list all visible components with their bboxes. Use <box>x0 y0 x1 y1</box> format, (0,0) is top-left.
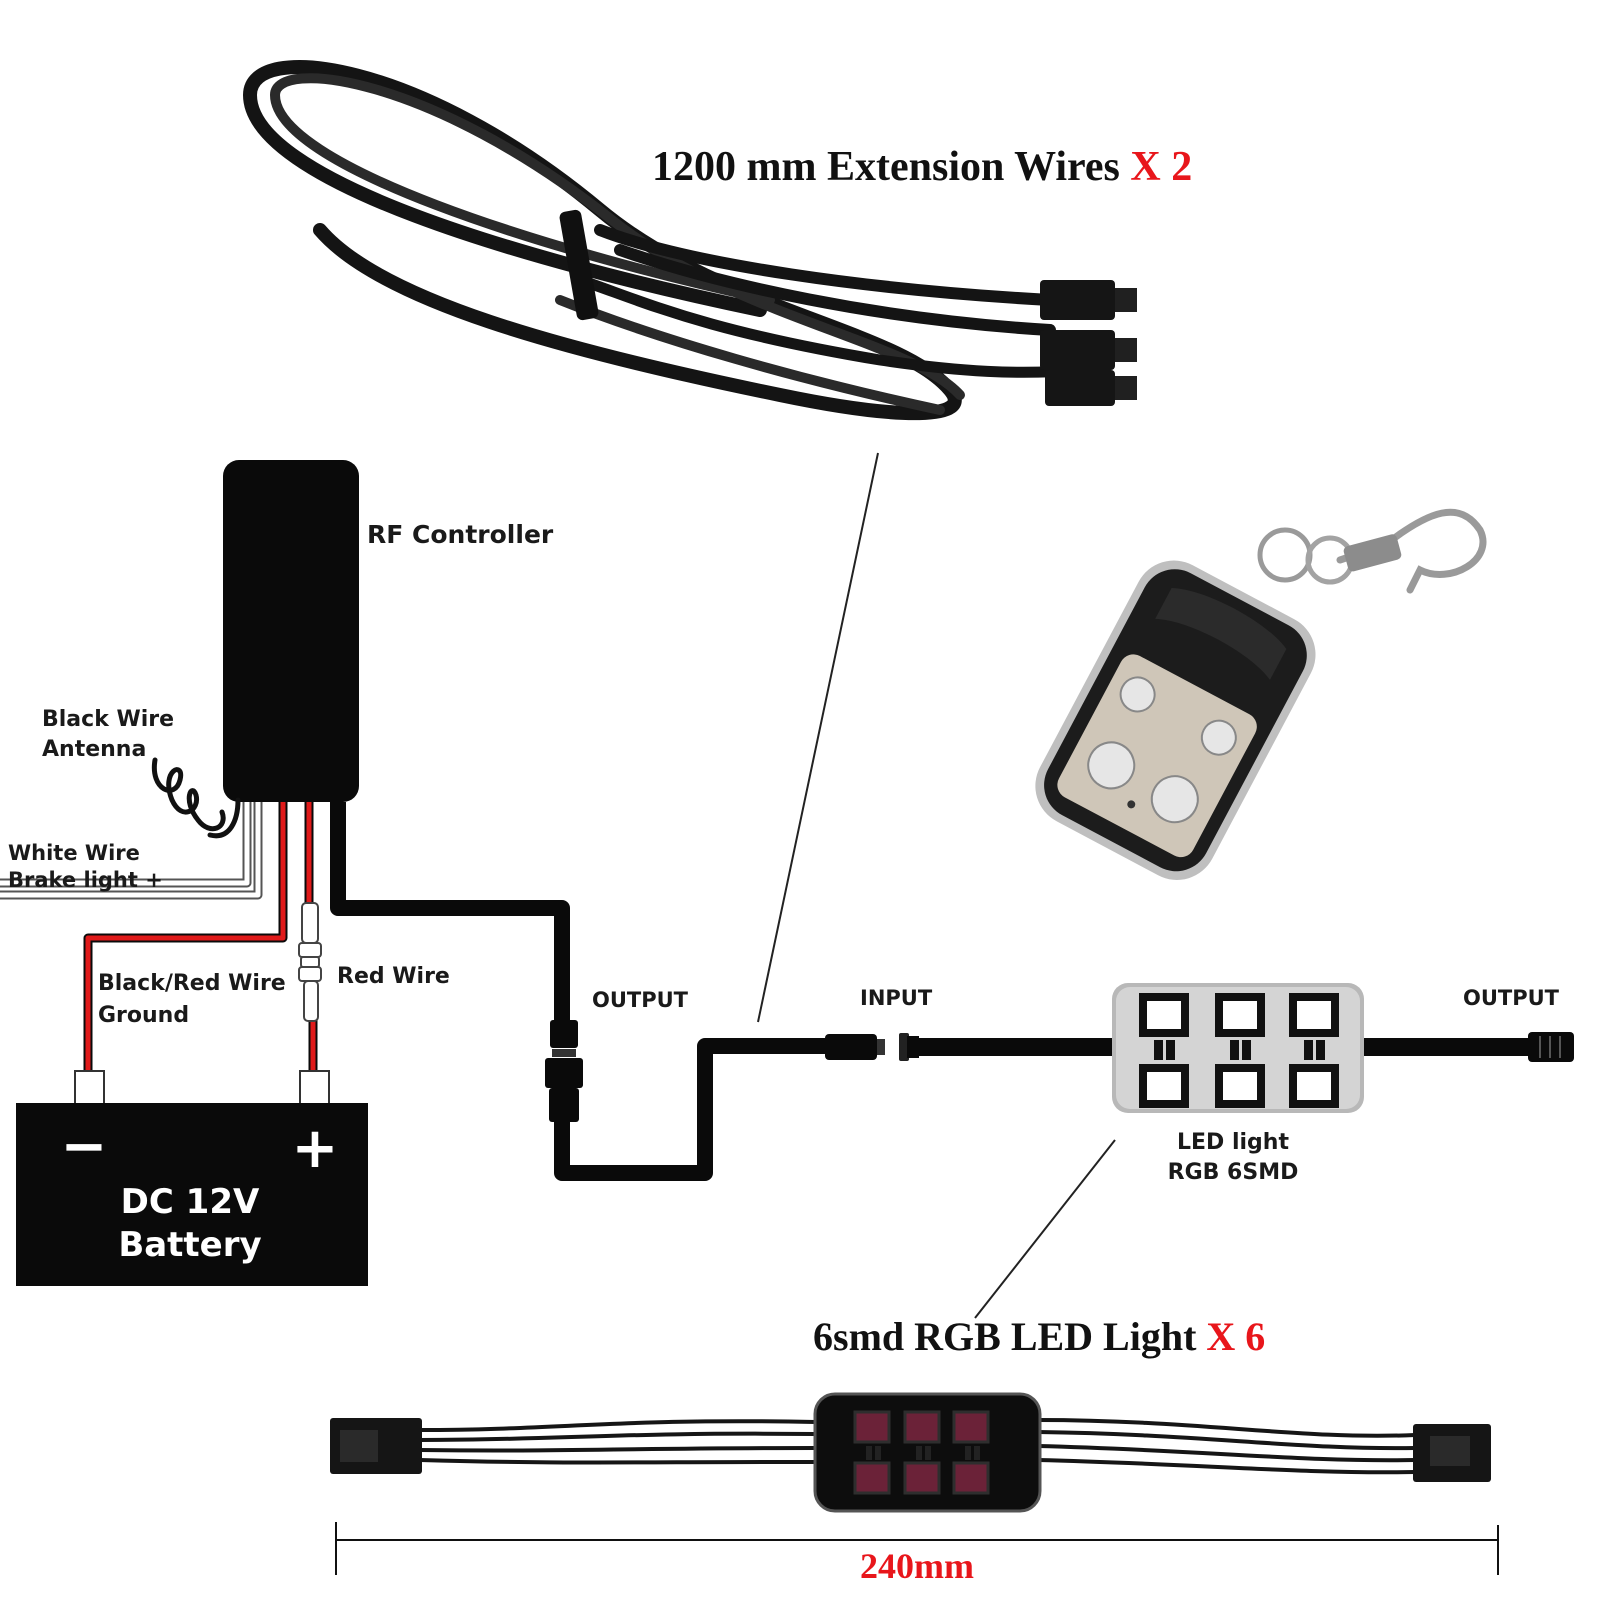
rf-controller-label: RF Controller <box>367 520 554 549</box>
wires-title-text: 1200 mm Extension Wires <box>652 144 1130 190</box>
ground-wire-label-line1: Black/Red Wire <box>98 971 286 996</box>
led-module <box>1112 983 1364 1113</box>
red-wire-label: Red Wire <box>337 964 450 989</box>
white-wire-label-line1: White Wire <box>8 841 140 865</box>
ground-wire-label-line2: Ground <box>98 1003 189 1028</box>
battery-positive-terminal <box>299 1070 330 1106</box>
led-label-line1: LED light <box>1177 1130 1289 1155</box>
right-output-connector <box>1528 1032 1574 1062</box>
white-wire <box>0 802 263 900</box>
battery-negative-terminal <box>74 1070 105 1106</box>
led-title-count: X 6 <box>1206 1314 1265 1359</box>
led-title: 6smd RGB LED Light X 6 <box>813 1314 1265 1359</box>
output-label-left: OUTPUT <box>592 988 689 1012</box>
battery-plus-sign: + <box>292 1116 339 1181</box>
ground-wire <box>83 802 288 1078</box>
battery: − + DC 12V Battery <box>16 1070 368 1286</box>
wires-pointer-line <box>757 452 879 1023</box>
red-wire <box>304 802 318 1075</box>
output-connector <box>545 1020 583 1122</box>
battery-minus-sign: − <box>61 1114 108 1179</box>
rf-controller-box <box>223 460 359 802</box>
led-light-product-illustration <box>330 1392 1491 1513</box>
antenna-label-line1: Black Wire <box>42 707 174 732</box>
extension-wire-coil-illustration <box>242 60 1086 421</box>
extension-wire-path <box>554 1038 830 1181</box>
controller-output-wire <box>330 802 570 1035</box>
antenna-wire <box>151 757 241 839</box>
battery-label-line2: Battery <box>118 1225 261 1265</box>
battery-body <box>16 1103 368 1286</box>
input-connector <box>825 1033 919 1061</box>
antenna-label-line2: Antenna <box>42 737 146 762</box>
wires-title-count: X 2 <box>1130 144 1192 190</box>
extension-wire-connectors <box>1040 280 1137 406</box>
white-wire-label-line2: Brake light + <box>8 868 163 892</box>
inline-fuse <box>298 902 322 1022</box>
remote-control-illustration <box>1035 508 1487 880</box>
led-module-cells <box>1139 993 1339 1108</box>
led-title-text: 6smd RGB LED Light <box>813 1314 1206 1359</box>
led-label-line2: RGB 6SMD <box>1168 1160 1299 1185</box>
wires-title: 1200 mm Extension Wires X 2 <box>652 144 1192 190</box>
dimension-line <box>335 1522 1499 1575</box>
output-label-right: OUTPUT <box>1463 986 1560 1010</box>
battery-label-line1: DC 12V <box>121 1182 260 1222</box>
dimension-label: 240mm <box>860 1546 974 1586</box>
led-pointer-line <box>974 1139 1116 1319</box>
input-label: INPUT <box>860 986 933 1010</box>
